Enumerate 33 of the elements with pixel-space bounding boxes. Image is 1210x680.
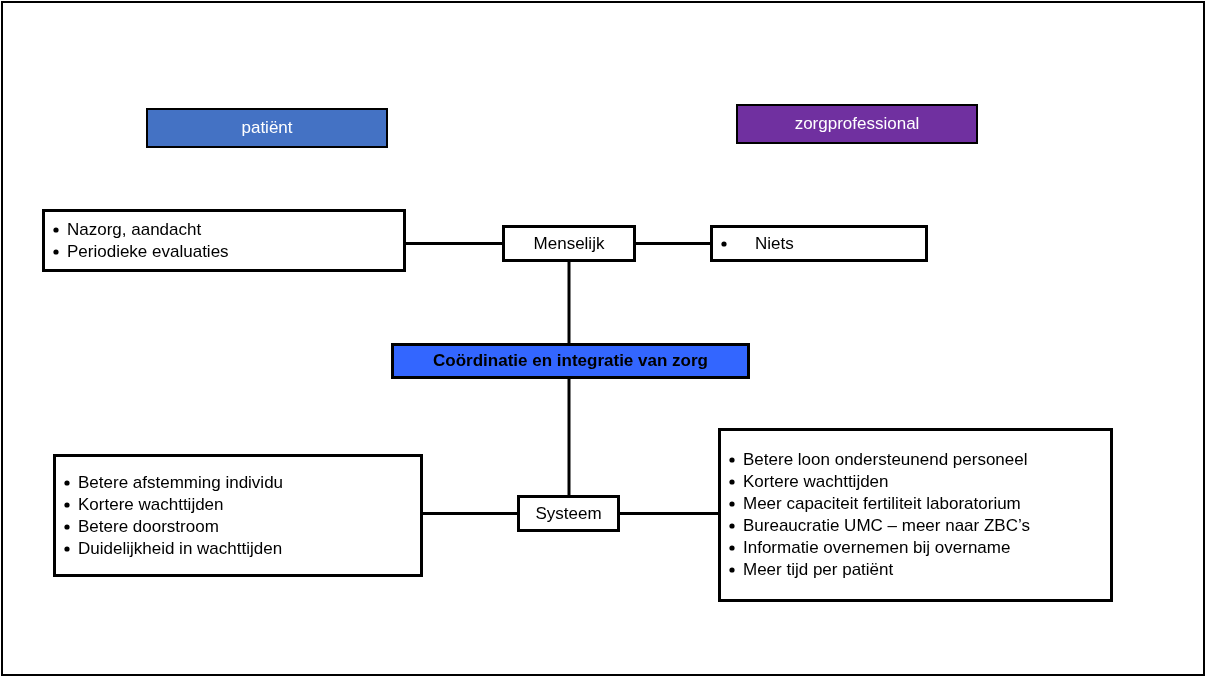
- list-item: Betere loon ondersteunend personeel: [743, 450, 1028, 469]
- list-item: Nazorg, aandacht: [67, 219, 202, 239]
- list-box: [718, 428, 1113, 602]
- list-item: Meer capaciteit fertiliteit laboratorium: [743, 494, 1021, 513]
- central-topic-box: [391, 343, 750, 379]
- list-item: Duidelijkheid in wachttijden: [78, 538, 283, 558]
- list-item: Niets: [755, 233, 794, 253]
- node-label: Coördinatie en integratie van zorg: [433, 351, 708, 370]
- list-box: [42, 209, 406, 272]
- connector-line: [423, 512, 517, 515]
- list-item: Bureaucratie UMC – meer naar ZBC’s: [743, 516, 1030, 535]
- connector-line: [636, 242, 710, 245]
- node-label: patiënt: [241, 118, 293, 137]
- list-box: [53, 454, 423, 577]
- connector-line: [567, 379, 571, 495]
- theme-box: [517, 495, 620, 532]
- list-box: [710, 225, 928, 262]
- list-item: Kortere wachttijden: [78, 494, 224, 514]
- list-item: Informatie overnemen bij overname: [743, 538, 1011, 557]
- list-item: Kortere wachttijden: [743, 472, 889, 491]
- node-label: Menselijk: [533, 233, 605, 253]
- connector-line: [406, 242, 502, 245]
- list-item: Betere doorstroom: [78, 516, 219, 536]
- category-header: [146, 108, 388, 148]
- node-label: zorgprofessional: [794, 114, 920, 133]
- category-header: [736, 104, 978, 144]
- theme-box: [502, 225, 636, 262]
- list-item: Betere afstemming individu: [78, 472, 284, 492]
- connector-line: [567, 262, 571, 343]
- list-item: Periodieke evaluaties: [67, 241, 229, 261]
- connector-line: [620, 512, 718, 515]
- list-item: Meer tijd per patiënt: [743, 560, 894, 579]
- node-label: Systeem: [535, 503, 602, 523]
